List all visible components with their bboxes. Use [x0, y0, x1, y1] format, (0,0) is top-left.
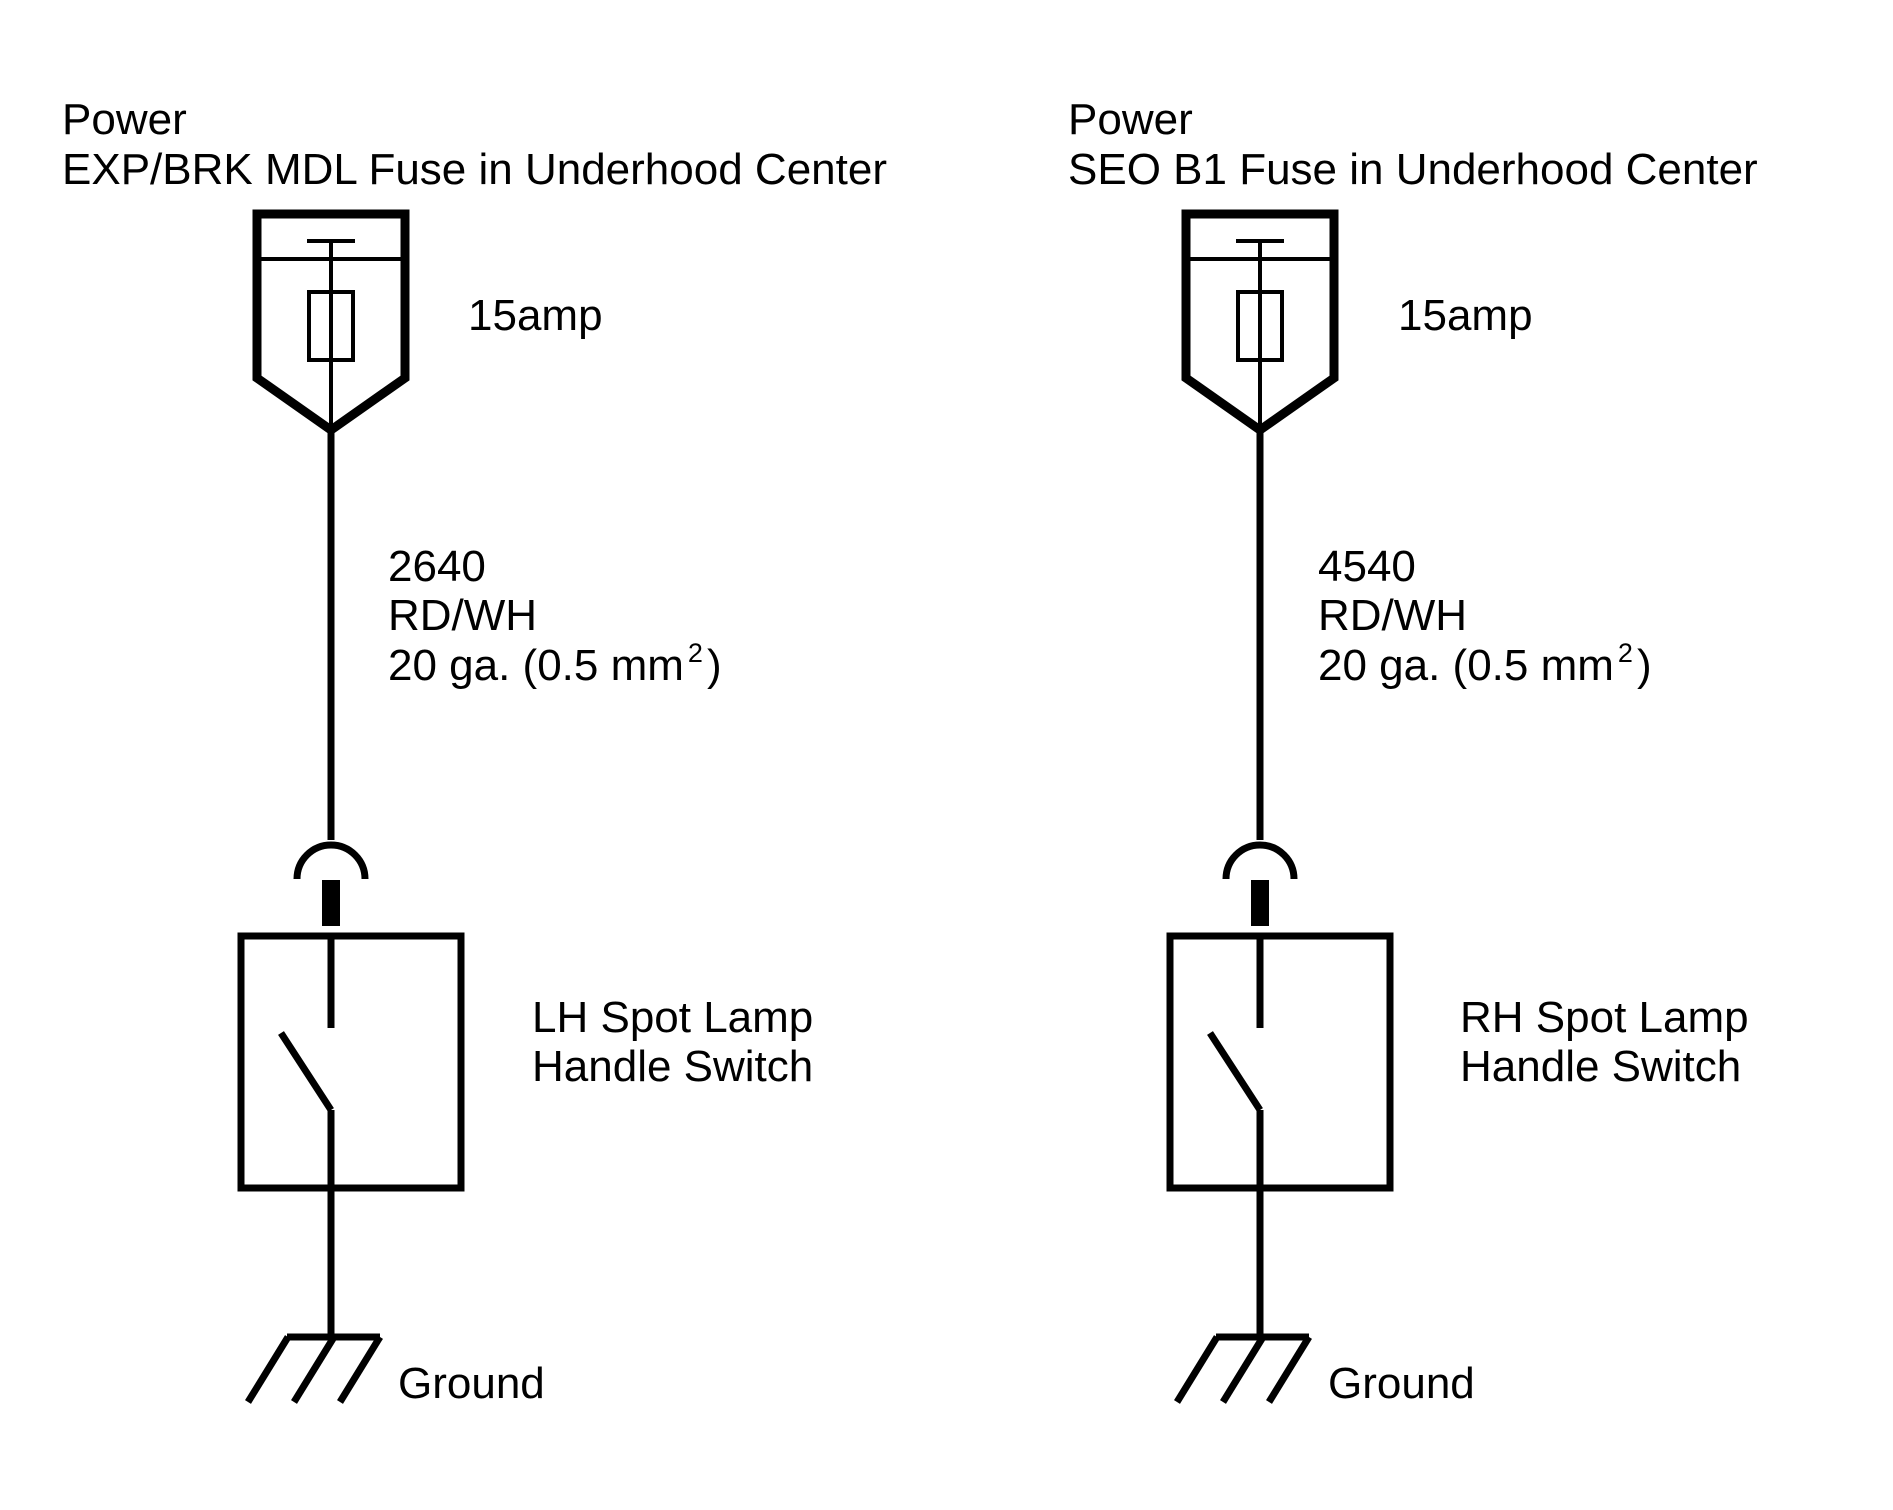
circuit-right: Power SEO B1 Fuse in Underhood Center 15… — [1068, 95, 1758, 1408]
ground-label-right: Ground — [1328, 1359, 1475, 1408]
fuse-location-right: SEO B1 Fuse in Underhood Center — [1068, 145, 1758, 194]
switch-right — [1166, 932, 1394, 1337]
connector-left — [293, 841, 369, 926]
fuse-symbol-left — [252, 209, 410, 436]
switch-left — [237, 932, 465, 1337]
ground-symbol-right — [1174, 1333, 1312, 1404]
wire-circuit-left: 2640 — [388, 542, 486, 591]
power-label-left: Power — [62, 95, 187, 144]
switch-label-right-line1: RH Spot Lamp — [1460, 993, 1749, 1042]
connector-right — [1222, 841, 1298, 926]
fuse-location-left: EXP/BRK MDL Fuse in Underhood Center — [62, 145, 887, 194]
power-label-right: Power — [1068, 95, 1193, 144]
circuit-left: Power EXP/BRK MDL Fuse in Underhood Cent… — [62, 95, 887, 1408]
switch-label-right-line2: Handle Switch — [1460, 1042, 1741, 1091]
wire-color-left: RD/WH — [388, 591, 537, 640]
switch-label-left-line1: LH Spot Lamp — [532, 993, 813, 1042]
wire-circuit-right: 4540 — [1318, 542, 1416, 591]
ground-symbol-left — [245, 1333, 383, 1404]
wire-color-right: RD/WH — [1318, 591, 1467, 640]
ground-label-left: Ground — [398, 1359, 545, 1408]
fuse-symbol-right — [1181, 209, 1339, 436]
fuse-rating-left: 15amp — [468, 291, 603, 340]
switch-label-left-line2: Handle Switch — [532, 1042, 813, 1091]
fuse-rating-right: 15amp — [1398, 291, 1533, 340]
